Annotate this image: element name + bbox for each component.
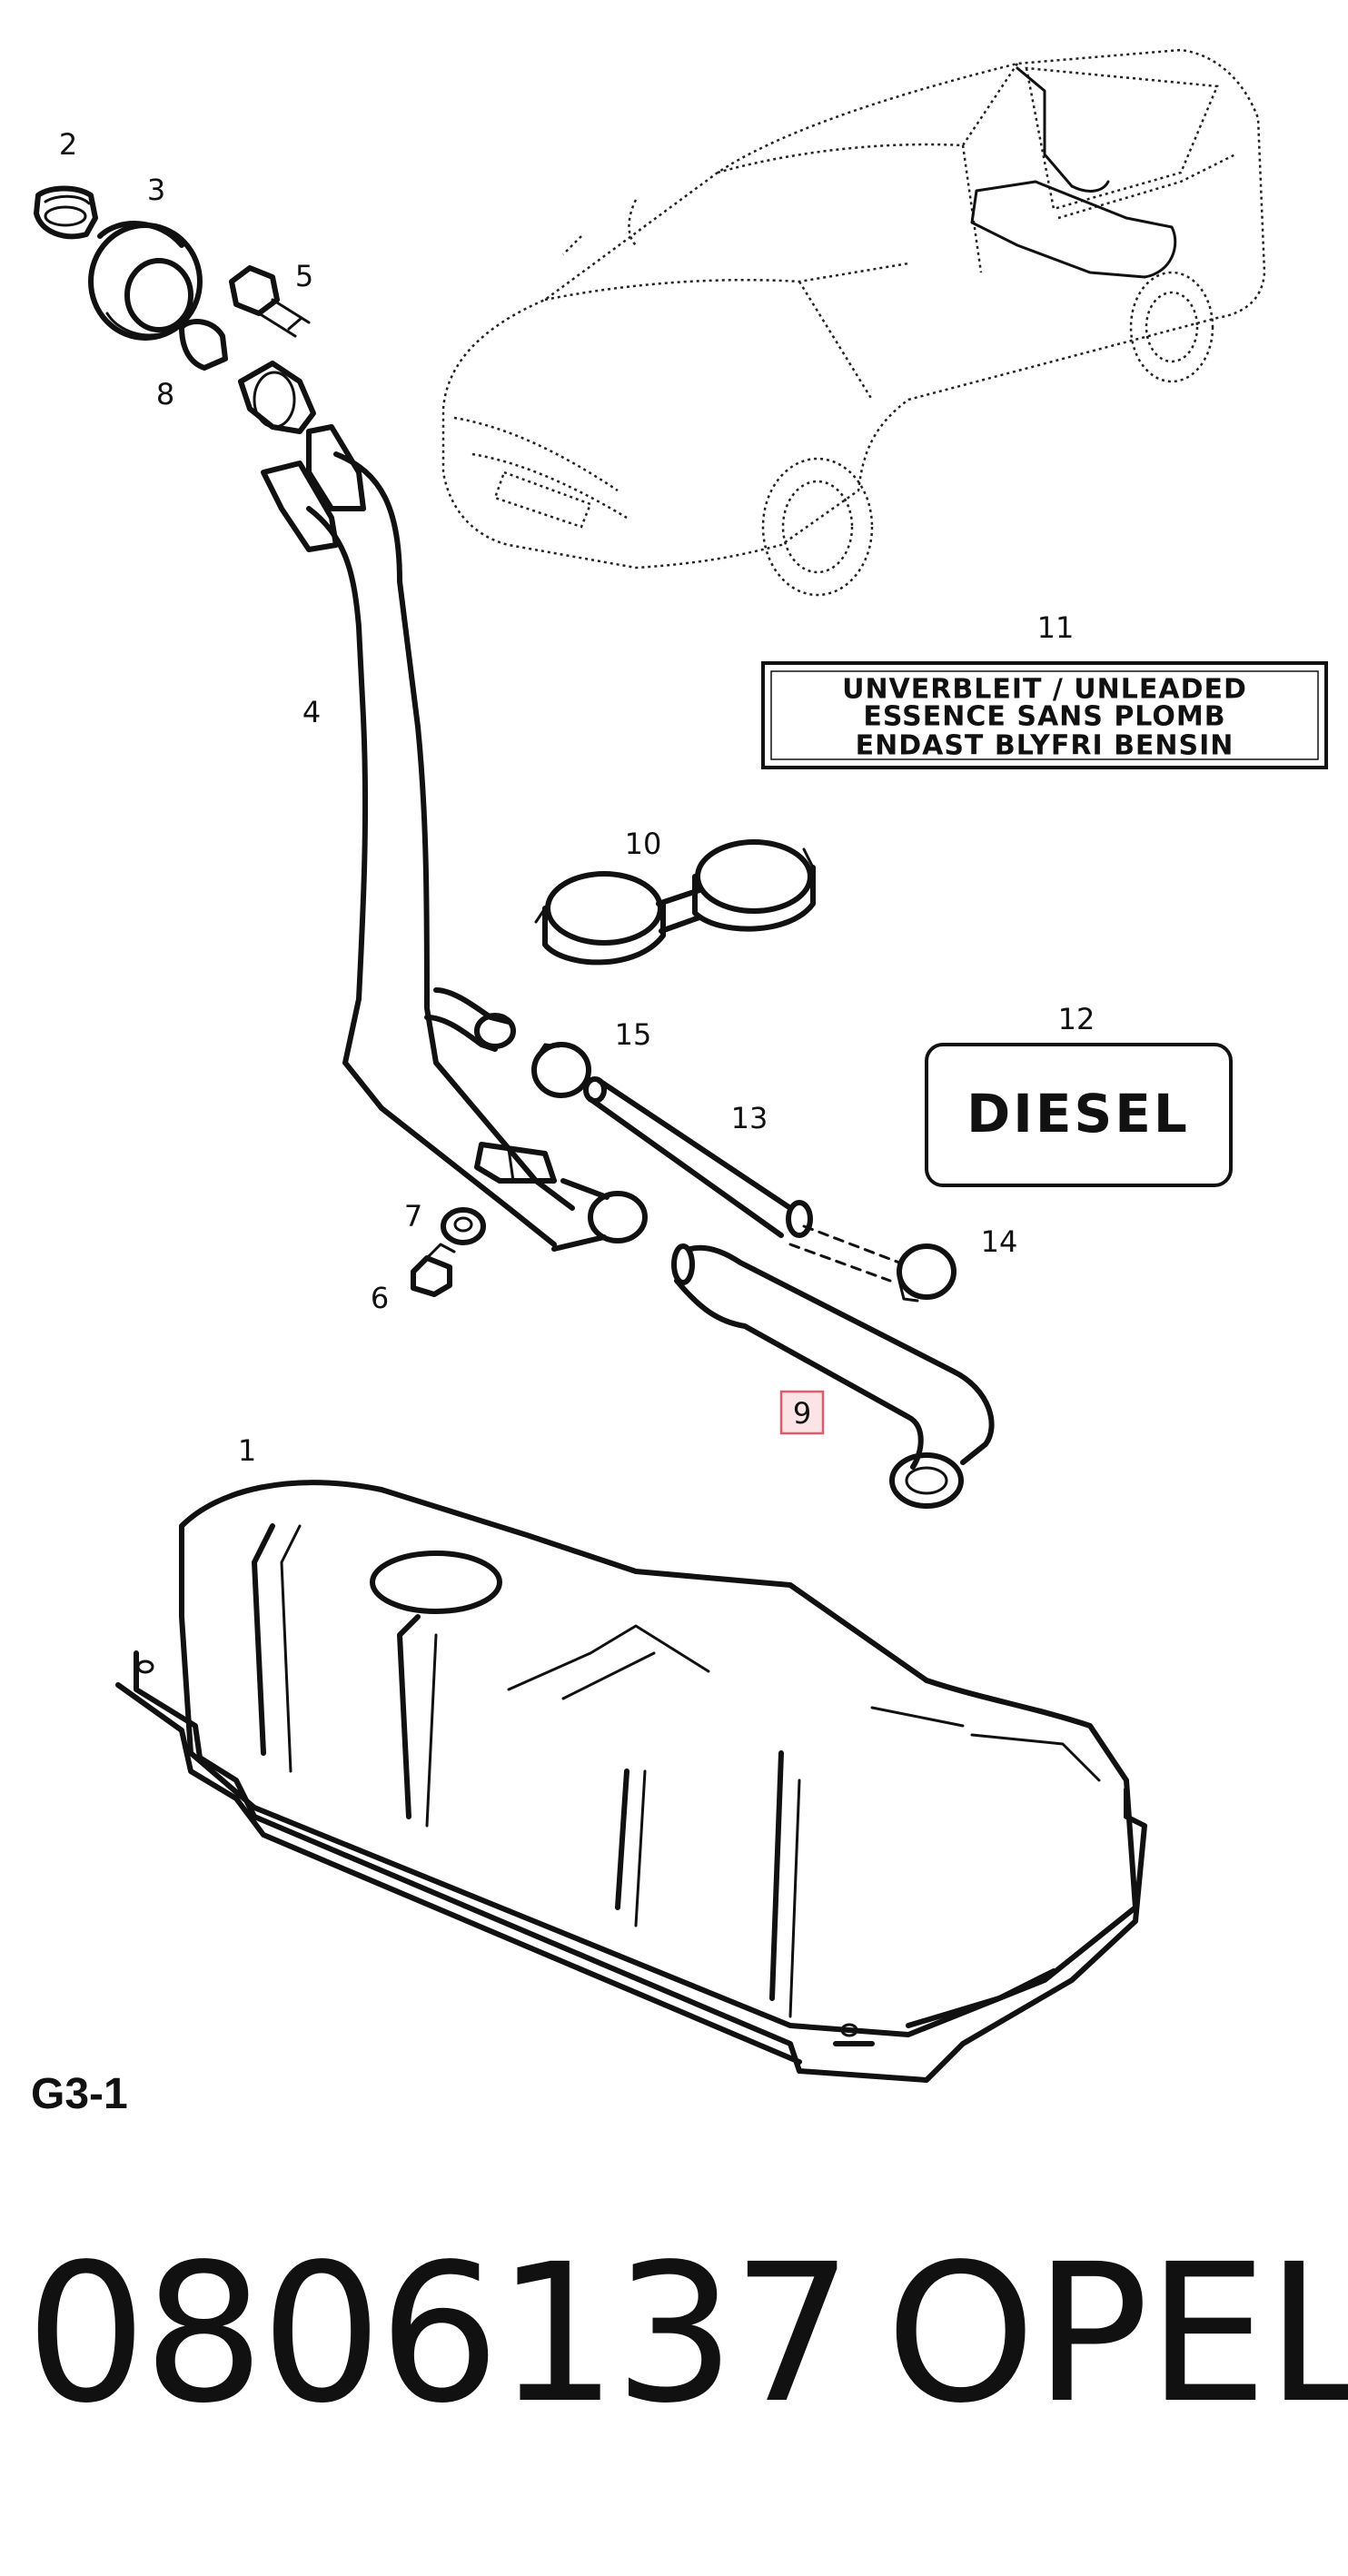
brand-name: OPEL bbox=[886, 2223, 1348, 2445]
plate-line-3: ENDAST BLYFRI BENSIN bbox=[856, 730, 1234, 762]
callout-14: 14 bbox=[981, 1224, 1018, 1259]
pipe-clamp-part-10 bbox=[534, 839, 816, 966]
filler-hose-part-9 bbox=[671, 1243, 995, 1509]
callout-9: 9 bbox=[793, 1396, 811, 1431]
callout-12: 12 bbox=[1058, 1002, 1095, 1036]
callout-2: 2 bbox=[59, 127, 77, 162]
unleaded-label-plate: UNVERBLEIT / UNLEADED ESSENCE SANS PLOMB… bbox=[761, 661, 1328, 769]
callout-8: 8 bbox=[156, 377, 174, 411]
callout-4: 4 bbox=[302, 695, 321, 729]
hose-clamp-part-15 bbox=[531, 1042, 591, 1098]
callout-1: 1 bbox=[238, 1433, 256, 1468]
callout-15: 15 bbox=[615, 1017, 652, 1052]
fuel-cap-part bbox=[34, 185, 98, 240]
callout-11: 11 bbox=[1037, 610, 1075, 645]
callout-5: 5 bbox=[295, 259, 313, 293]
bolt-part-5 bbox=[229, 265, 311, 338]
diesel-label: DIESEL bbox=[925, 1043, 1233, 1187]
vent-hose-part-13 bbox=[583, 1076, 901, 1283]
car-illustration bbox=[441, 48, 1266, 597]
callout-10: 10 bbox=[625, 827, 662, 861]
filler-grommet-part bbox=[88, 221, 203, 341]
group-code: G3-1 bbox=[31, 2070, 128, 2118]
callout-13: 13 bbox=[731, 1101, 768, 1135]
plate-line-1: UNVERBLEIT / UNLEADED bbox=[842, 674, 1247, 706]
highlighted-callout-9[interactable]: 9 bbox=[779, 1390, 825, 1435]
callout-7: 7 bbox=[404, 1199, 422, 1234]
callout-3: 3 bbox=[147, 173, 165, 207]
bolt-part-6 bbox=[411, 1243, 456, 1297]
plate-line-2: ESSENCE SANS PLOMB bbox=[863, 701, 1225, 733]
hose-clamp-part-14 bbox=[897, 1243, 956, 1303]
callout-6: 6 bbox=[371, 1281, 389, 1315]
fuel-tank-part-1 bbox=[115, 1480, 1147, 2083]
filler-neck-pipe bbox=[238, 361, 648, 1252]
part-number: 0806137 bbox=[25, 2223, 853, 2445]
diesel-label-text: DIESEL bbox=[966, 1083, 1190, 1144]
clip-part-8 bbox=[179, 319, 228, 371]
nut-part-7 bbox=[441, 1207, 486, 1245]
